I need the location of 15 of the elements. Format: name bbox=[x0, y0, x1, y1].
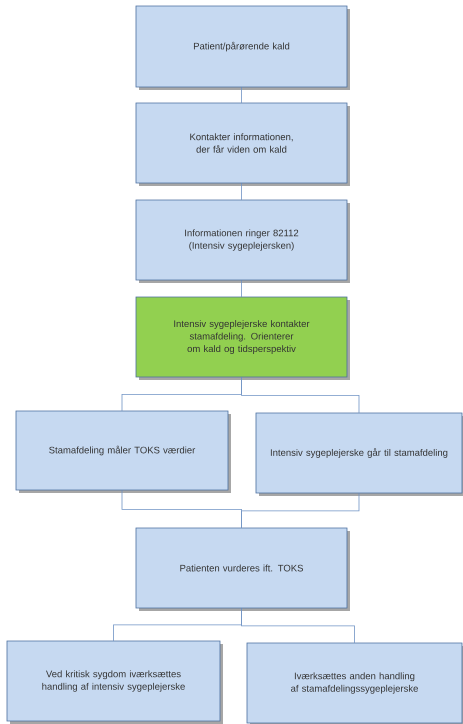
process-box: Ved kritisk sygdom iværksættes handling af intensiv sygeplejerske bbox=[6, 640, 220, 722]
process-box: Informationen ringer 82112 (Intensiv sygeplejersken) bbox=[136, 200, 348, 280]
connector bbox=[241, 183, 242, 200]
connector bbox=[241, 493, 360, 528]
process-box: Kontakter informationen, der får viden om kald bbox=[136, 102, 348, 184]
process-box: Patienten vurderes ift. TOKS bbox=[136, 528, 348, 608]
process-box: Patient/pårørende kald bbox=[136, 6, 348, 88]
process-box: Intensiv sygeplejerske kontakter stamafdeling. Orienterer om kald og tidsperspektiv bbox=[136, 296, 348, 378]
process-box: Intensiv sygeplejerske går til stamafdeling bbox=[256, 412, 462, 494]
process-box: Iværksættes anden handling af stamafdelingssygeplejerske bbox=[246, 642, 462, 724]
connector bbox=[241, 280, 242, 297]
process-box: Stamafdeling måler TOKS værdier bbox=[16, 410, 228, 490]
connector bbox=[241, 608, 355, 643]
connector bbox=[241, 377, 360, 413]
connector bbox=[241, 87, 242, 103]
